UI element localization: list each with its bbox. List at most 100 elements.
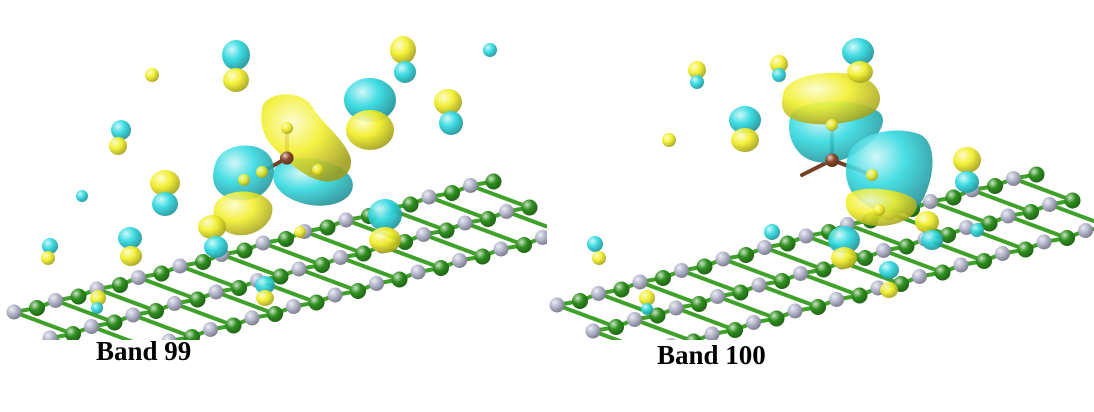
nitrogen-atom — [829, 292, 844, 307]
nitrogen-atom — [751, 277, 767, 293]
positive-isosurface — [213, 191, 273, 236]
positive-lobe — [256, 290, 274, 306]
negative-lobe — [842, 38, 874, 66]
carbon-atom — [267, 306, 283, 322]
bond — [427, 195, 490, 221]
carbon-atom — [976, 253, 992, 269]
nitrogen-atom — [84, 319, 99, 334]
positive-lobe — [770, 55, 788, 73]
positive-lobe — [688, 61, 706, 79]
negative-lobe — [772, 68, 786, 82]
carbon-atom — [319, 219, 336, 236]
nitrogen-atom — [1006, 171, 1021, 186]
bond — [757, 283, 820, 309]
carbon-atom — [685, 333, 702, 340]
positive-lobe — [120, 246, 142, 266]
bond — [632, 317, 695, 340]
nitrogen-atom — [665, 338, 676, 340]
bond — [89, 324, 134, 340]
negative-lobe — [76, 190, 88, 202]
carbon-atom — [485, 173, 502, 190]
nitrogen-atom — [499, 204, 514, 219]
bond — [1006, 214, 1069, 240]
nitrogen-atom — [255, 235, 271, 251]
nitrogen-atom — [333, 250, 348, 265]
carbon-atom — [696, 258, 713, 275]
nitrogen-atom — [291, 261, 307, 277]
carbon-atom — [236, 242, 253, 259]
carbon-atom — [391, 271, 408, 288]
bond — [715, 294, 779, 321]
negative-lobe — [955, 171, 979, 193]
bond — [468, 183, 532, 210]
embedded-atom — [281, 122, 293, 134]
carbon-atom — [516, 237, 532, 253]
nitrogen-atom — [591, 286, 606, 301]
positive-lobe — [662, 133, 676, 147]
positive-lobe — [390, 36, 416, 64]
nitrogen-atom — [1000, 208, 1016, 224]
bond — [928, 199, 992, 226]
carbon-atom — [65, 326, 81, 340]
bond — [504, 209, 547, 229]
carbon-atom — [106, 314, 123, 331]
nitrogen-atom — [585, 323, 601, 339]
carbon-atom — [433, 260, 449, 276]
bond — [845, 222, 909, 249]
nitrogen-atom — [131, 270, 146, 285]
carbon-atom — [1017, 241, 1034, 258]
negative-lobe — [587, 236, 603, 252]
carbon-atom — [521, 199, 538, 216]
negative-lobe — [729, 106, 761, 134]
nitrogen-atom — [1078, 223, 1093, 238]
band-99-caption: Band 99 — [96, 336, 192, 366]
bond — [679, 268, 743, 295]
positive-lobe — [953, 147, 981, 173]
embedded-atom — [873, 204, 885, 216]
band-100-structure — [549, 38, 1094, 340]
positive-lobe — [369, 227, 401, 253]
nitrogen-atom — [710, 289, 725, 304]
nitrogen-atom — [167, 296, 182, 311]
carbon-atom — [153, 265, 170, 282]
embedded-atom — [866, 169, 878, 181]
bond — [1047, 202, 1094, 224]
embedded-atom — [312, 164, 324, 176]
negative-lobe — [255, 276, 275, 294]
nitrogen-atom — [338, 212, 354, 228]
bond — [1011, 176, 1075, 203]
nitrogen-atom — [463, 178, 478, 193]
negative-lobe — [152, 192, 178, 216]
bond — [721, 257, 784, 283]
negative-lobe — [368, 199, 402, 231]
bond — [798, 271, 862, 298]
carbon-atom — [195, 254, 211, 270]
negative-lobe — [828, 226, 860, 254]
nitrogen-atom — [369, 276, 384, 291]
carbon-atom — [898, 238, 915, 255]
carbon-atom — [608, 319, 624, 335]
positive-lobe — [592, 251, 606, 265]
negative-lobe — [344, 78, 396, 122]
carbon-atom — [308, 294, 325, 311]
bond — [178, 264, 241, 290]
carbon-atom — [981, 215, 998, 232]
nitrogen-atom — [203, 322, 218, 337]
carbon-atom — [402, 196, 419, 213]
bond — [136, 275, 200, 302]
carbon-atom — [1059, 230, 1075, 246]
nitrogen-atom — [912, 269, 927, 284]
nitrogen-atom — [161, 333, 177, 340]
bond — [762, 245, 826, 272]
nitrogen-atom — [876, 243, 891, 258]
positive-lobe — [145, 68, 159, 82]
nitrogen-atom — [787, 303, 803, 319]
negative-lobe — [690, 75, 704, 89]
carbon-atom — [355, 245, 372, 262]
negative-lobe — [439, 111, 463, 135]
bond — [674, 306, 737, 332]
carbon-atom — [691, 296, 707, 312]
nitrogen-atom — [627, 312, 642, 327]
negative-lobe — [764, 224, 780, 240]
nitrogen-atom — [208, 284, 224, 300]
